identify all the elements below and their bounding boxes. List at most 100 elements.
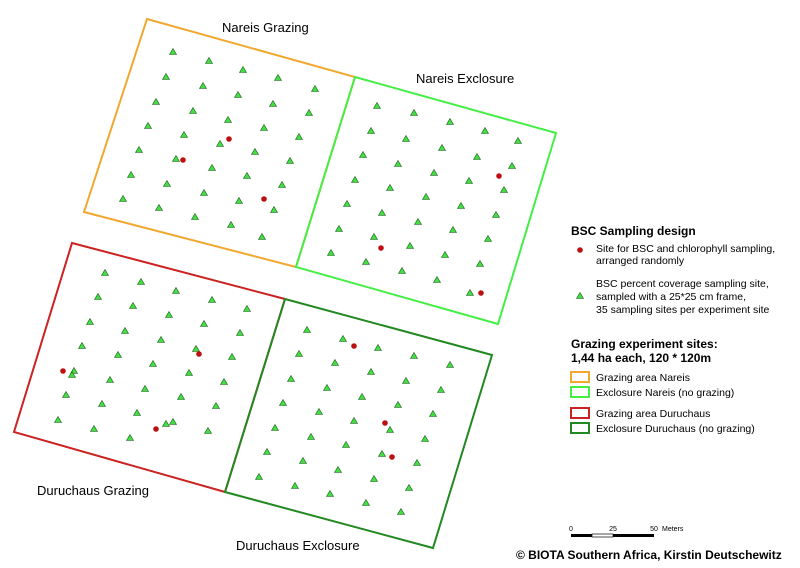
bsc-coverage-site-marker [140, 384, 150, 392]
bsc-coverage-site-marker [270, 423, 280, 431]
bsc-coverage-site-marker [154, 203, 164, 211]
bsc-coverage-site-marker [148, 359, 158, 367]
bsc-coverage-site-marker [207, 163, 217, 171]
bsc-coverage-site-marker [238, 65, 248, 73]
legend-item-exclosure-nareis: Exclosure Nareis (no grazing) [596, 387, 734, 399]
bsc-coverage-site-marker [162, 179, 172, 187]
label-duruchaus-exclosure: Duruchaus Exclosure [236, 538, 360, 553]
bsc-coverage-site-marker [268, 99, 278, 107]
bsc-coverage-site-marker [161, 72, 171, 80]
bsc-coverage-site-marker [366, 126, 376, 134]
bsc-coverage-site-marker [100, 268, 110, 276]
bsc-coverage-site-marker [475, 259, 485, 267]
bsc-coverage-site-marker [507, 161, 517, 169]
bsc-coverage-site-marker [372, 101, 382, 109]
bsc-coverage-site-marker [143, 121, 153, 129]
chlorophyll-site-marker [261, 196, 267, 202]
bsc-coverage-site-marker [278, 398, 288, 406]
bsc-coverage-site-marker [401, 134, 411, 142]
bsc-coverage-site-marker [285, 156, 295, 164]
bsc-coverage-site-marker [314, 407, 324, 415]
legend-triangle-symbol [575, 291, 585, 299]
bsc-coverage-site-marker [235, 328, 245, 336]
bsc-coverage-site-marker [445, 117, 455, 125]
bsc-coverage-site-marker [262, 447, 272, 455]
bsc-coverage-site-marker [409, 351, 419, 359]
bsc-coverage-site-marker [242, 304, 252, 312]
bsc-coverage-site-marker [199, 319, 209, 327]
bsc-coverage-site-marker [341, 440, 351, 448]
bsc-coverage-site-marker [306, 432, 316, 440]
legend-item-exclosure-duruchaus: Exclosure Duruchaus (no grazing) [596, 423, 755, 435]
bsc-coverage-site-marker [357, 392, 367, 400]
bsc-coverage-site-marker [445, 360, 455, 368]
bsc-coverage-site-marker [234, 196, 244, 204]
bsc-coverage-site-marker [437, 143, 447, 151]
bsc-coverage-site-marker [223, 115, 233, 123]
bsc-coverage-site-marker [333, 465, 343, 473]
bsc-coverage-site-marker [294, 132, 304, 140]
bsc-coverage-site-marker [120, 326, 130, 334]
bsc-coverage-site-marker [294, 349, 304, 357]
bsc-coverage-site-marker [290, 481, 300, 489]
bsc-coverage-site-marker [105, 375, 115, 383]
scale-tick-0: 0 [569, 526, 573, 533]
bsc-coverage-site-marker [404, 483, 414, 491]
legend-dot-line2: arranged randomly [596, 255, 685, 267]
legend-swatch-exclosure-nareis [570, 386, 590, 398]
chlorophyll-site-marker [389, 454, 395, 460]
scale-bar: 0 25 50 Meters [569, 526, 684, 538]
bsc-coverage-site-marker [257, 232, 267, 240]
bsc-coverage-site-marker [191, 344, 201, 352]
chlorophyll-site-marker [351, 343, 357, 349]
bsc-coverage-site-marker [242, 171, 252, 179]
bsc-coverage-site-marker [385, 425, 395, 433]
bsc-coverage-site-marker [199, 188, 209, 196]
bsc-coverage-site-marker [168, 417, 178, 425]
label-nareis-grazing: Nareis Grazing [222, 20, 309, 35]
bsc-coverage-site-marker [171, 286, 181, 294]
bsc-coverage-site-marker [358, 150, 368, 158]
bsc-coverage-site-marker [428, 409, 438, 417]
bsc-coverage-site-marker [136, 277, 146, 285]
bsc-coverage-site-marker [286, 374, 296, 382]
legend-swatch-grazing-duruchaus [570, 407, 590, 419]
legend-design-title: BSC Sampling design [571, 224, 696, 238]
bsc-coverage-site-marker [401, 376, 411, 384]
chlorophyll-site-marker [382, 420, 388, 426]
bsc-coverage-site-marker [277, 180, 287, 188]
bsc-coverage-site-marker [330, 358, 340, 366]
bsc-coverage-site-marker [128, 301, 138, 309]
bsc-coverage-site-marker [203, 426, 213, 434]
bsc-coverage-site-marker [53, 415, 63, 423]
bsc-coverage-site-marker [397, 266, 407, 274]
bsc-coverage-site-marker [334, 224, 344, 232]
bsc-coverage-site-marker [413, 217, 423, 225]
bsc-coverage-site-marker [409, 108, 419, 116]
bsc-coverage-site-marker [373, 343, 383, 351]
bsc-coverage-site-marker [322, 383, 332, 391]
bsc-coverage-site-marker [125, 433, 135, 441]
bsc-coverage-site-marker [465, 288, 475, 296]
bsc-coverage-site-marker [219, 377, 229, 385]
sampling-sites [53, 47, 523, 515]
bsc-coverage-site-marker [338, 334, 348, 342]
chlorophyll-site-marker [478, 290, 484, 296]
bsc-coverage-site-marker [254, 472, 264, 480]
legend-tri-line3: 35 sampling sites per experiment site [596, 304, 769, 316]
scale-tick-25: 25 [609, 526, 617, 533]
bsc-coverage-site-marker [179, 130, 189, 138]
bsc-coverage-site-marker [273, 73, 283, 81]
legend-dot-line1: Site for BSC and chlorophyll sampling, [596, 243, 775, 255]
bsc-coverage-site-marker [298, 456, 308, 464]
bsc-coverage-site-marker [393, 159, 403, 167]
bsc-coverage-site-marker [77, 341, 87, 349]
bsc-coverage-site-marker [412, 458, 422, 466]
bsc-coverage-site-marker [361, 257, 371, 265]
bsc-coverage-site-marker [61, 390, 71, 398]
chlorophyll-site-marker [196, 351, 202, 357]
bsc-coverage-site-marker [215, 139, 225, 147]
bsc-coverage-site-marker [190, 212, 200, 220]
credit-text: © BIOTA Southern Africa, Kirstin Deutsch… [516, 548, 782, 562]
bsc-coverage-site-marker [436, 385, 446, 393]
